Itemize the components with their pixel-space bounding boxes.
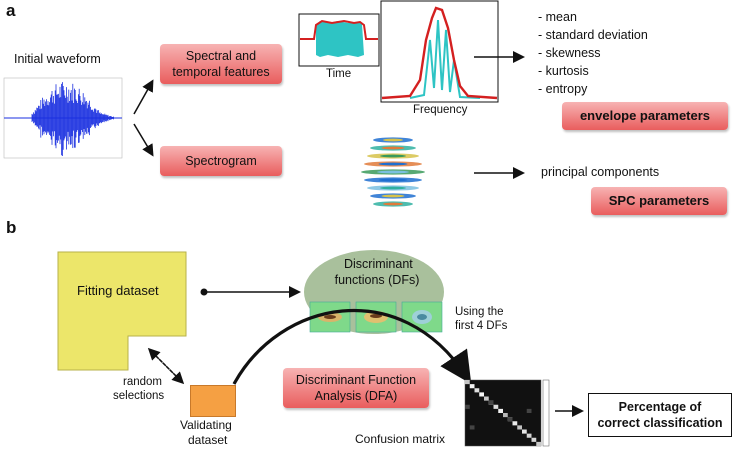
stat-entropy: - entropy [538, 82, 588, 96]
panel-b-label: b [6, 218, 17, 237]
dfs-line2: functions (DFs) [334, 273, 420, 287]
validating-dataset-box [190, 385, 236, 417]
fitting-dataset-shape [57, 251, 187, 371]
arrow-to-principal-components [474, 167, 525, 179]
random-line1: random [123, 376, 162, 388]
waveform-signal [31, 82, 118, 156]
stat-standard-deviation: - standard deviation [538, 28, 648, 42]
spectrogram-bands [361, 137, 425, 207]
validating-line1: Validating [180, 418, 232, 432]
initial-waveform-plot [3, 77, 123, 159]
spectrogram-image [361, 137, 425, 207]
arrow-to-stats [474, 51, 525, 63]
panel-a-label: a [6, 1, 16, 20]
fitting-dataset-label: Fitting dataset [77, 283, 159, 298]
random-selection-arrow [147, 347, 185, 385]
spectral-temporal-box: Spectral and temporal features [160, 44, 282, 84]
confusion-diagonal [465, 380, 541, 446]
using-line1: Using the [455, 306, 504, 318]
confusion-matrix [464, 379, 550, 447]
spectral-envelope-plot [380, 0, 499, 103]
temporal-envelope-plot [298, 13, 380, 67]
percentage-line2: correct classification [597, 416, 723, 430]
initial-waveform-label: Initial waveform [14, 52, 101, 66]
stat-mean: - mean [538, 10, 577, 24]
dfa-line2: Analysis (DFA) [314, 389, 398, 403]
arrow-fitting-to-dfs [200, 286, 301, 298]
dfs-line1: Discriminant [344, 257, 413, 271]
spectrogram-box: Spectrogram [160, 146, 282, 176]
stat-kurtosis: - kurtosis [538, 64, 589, 78]
percentage-correct-box: Percentage of correct classification [588, 393, 732, 437]
stat-skewness: - skewness [538, 46, 601, 60]
time-axis-label: Time [326, 68, 352, 80]
spectral-temporal-line1: Spectral and [185, 49, 257, 63]
principal-components-label: principal components [541, 165, 660, 179]
envelope-parameters-box: envelope parameters [562, 102, 728, 130]
arrow-to-percentage [555, 405, 584, 417]
spc-parameters-box: SPC parameters [591, 187, 727, 215]
dfa-line1: Discriminant Function [295, 373, 417, 387]
split-arrows [133, 79, 154, 157]
random-line2: selections [113, 390, 165, 402]
validating-line2: dataset [188, 433, 228, 447]
frequency-axis-label: Frequency [413, 104, 468, 116]
spectral-temporal-line2: temporal features [172, 65, 270, 79]
curved-arrow-to-confusion [232, 308, 472, 385]
percentage-line1: Percentage of [618, 400, 702, 414]
confusion-matrix-label: Confusion matrix [355, 432, 446, 446]
using-line2: first 4 DFs [455, 320, 508, 332]
